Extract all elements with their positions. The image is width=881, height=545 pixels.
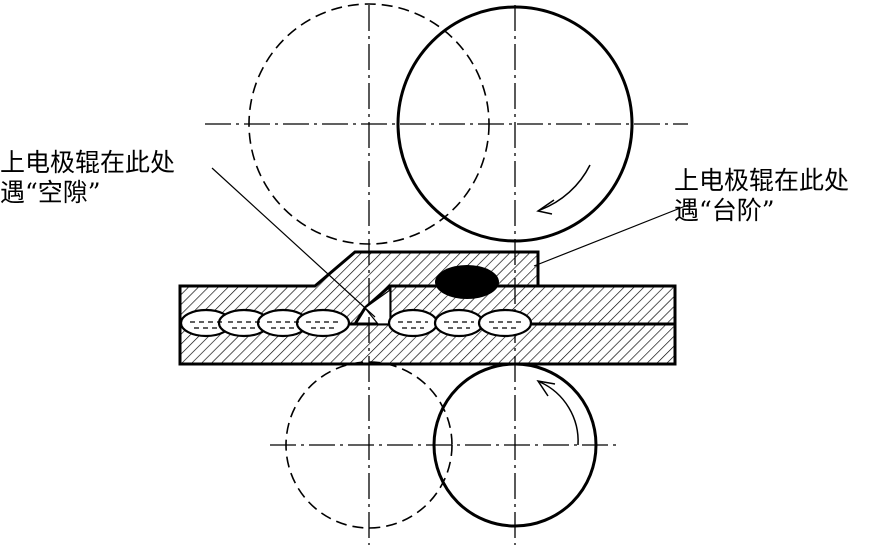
label-gap-line1: 上电极辊在此处 [0,148,176,177]
weld-nugget [477,308,533,338]
lower-rotation-arrow-icon [536,379,579,446]
label-step-line1: 上电极辊在此处 [674,166,850,195]
weld-nugget [433,308,485,338]
label-step-line2: 遇“台阶” [674,196,775,225]
upper-rotation-arrow-icon [536,164,591,215]
workpiece [178,250,677,366]
label-step: 上电极辊在此处 遇“台阶” [674,166,849,226]
leader-line-step [533,204,689,267]
weld-nuggets [179,308,533,338]
lower-roller-previous-dashed [285,361,453,529]
weld-nugget [295,308,351,338]
step-weld-nugget [435,265,499,299]
upper-roller-solid [396,5,634,243]
weld-nugget [387,308,439,338]
label-gap-line2: 遇“空隙” [0,178,101,207]
label-gap: 上电极辊在此处 遇“空隙” [0,148,175,208]
center-lines [205,5,688,545]
upper-roller-previous-dashed [248,3,490,245]
weld-nugget-dashes [190,321,521,329]
leader-line-gap [211,167,376,318]
